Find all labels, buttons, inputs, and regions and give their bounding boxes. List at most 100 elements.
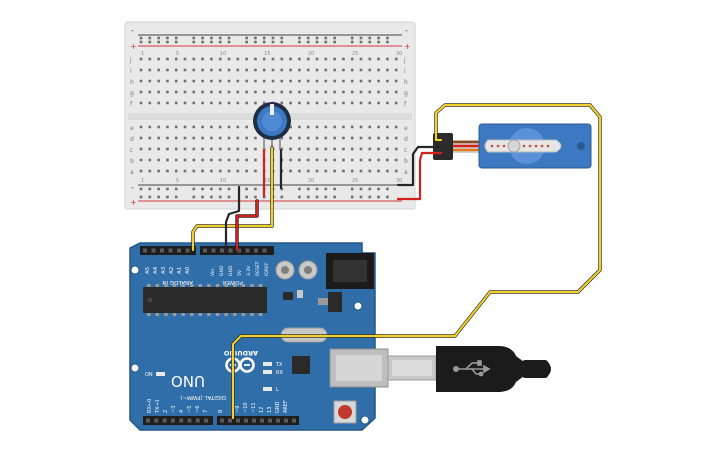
rail-hole[interactable] [157,195,160,199]
breadboard-hole[interactable] [210,90,213,94]
breadboard-hole[interactable] [245,57,248,61]
header-pin[interactable] [162,418,167,423]
breadboard-hole[interactable] [192,68,196,72]
breadboard-hole[interactable] [139,68,143,72]
breadboard-hole[interactable] [227,136,231,140]
rail-hole[interactable] [192,187,196,191]
breadboard-hole[interactable] [192,79,196,83]
breadboard-hole[interactable] [192,158,196,162]
breadboard-hole[interactable] [342,158,345,162]
breadboard-hole[interactable] [359,68,363,72]
rail-hole[interactable] [298,36,301,40]
breadboard-hole[interactable] [183,136,187,140]
rail-hole[interactable] [227,187,231,191]
breadboard-hole[interactable] [342,136,345,140]
rail-hole[interactable] [218,40,222,44]
breadboard-hole[interactable] [254,68,257,72]
rail-hole[interactable] [298,187,301,191]
breadboard-hole[interactable] [245,147,248,151]
breadboard-hole[interactable] [394,79,398,83]
breadboard-hole[interactable] [315,158,319,162]
breadboard-hole[interactable] [377,169,380,173]
rail-hole[interactable] [192,195,196,199]
breadboard-hole[interactable] [218,158,222,162]
breadboard-hole[interactable] [218,125,222,129]
breadboard-hole[interactable] [289,158,292,162]
header-pin[interactable] [245,248,250,253]
breadboard-hole[interactable] [315,79,319,83]
breadboard-hole[interactable] [174,158,178,162]
breadboard-hole[interactable] [289,57,292,61]
servo-motor[interactable] [433,123,592,169]
rail-hole[interactable] [157,40,160,44]
breadboard-hole[interactable] [192,90,196,94]
breadboard-hole[interactable] [342,101,345,105]
header-pin[interactable] [154,418,159,423]
breadboard-hole[interactable] [227,101,231,105]
breadboard-hole[interactable] [183,101,187,105]
breadboard-hole[interactable] [166,158,169,162]
breadboard-hole[interactable] [394,101,398,105]
rail-hole[interactable] [174,36,178,40]
breadboard-hole[interactable] [245,68,248,72]
rail-hole[interactable] [245,195,248,199]
rail-hole[interactable] [139,40,143,44]
breadboard-hole[interactable] [324,57,328,61]
rail-hole[interactable] [157,187,160,191]
breadboard-hole[interactable] [315,57,319,61]
breadboard-hole[interactable] [227,79,231,83]
breadboard-hole[interactable] [394,136,398,140]
breadboard-hole[interactable] [210,68,213,72]
rail-hole[interactable] [306,187,310,191]
breadboard-hole[interactable] [218,79,222,83]
header-pin[interactable] [160,248,164,253]
breadboard-hole[interactable] [342,57,345,61]
breadboard-hole[interactable] [166,79,169,83]
breadboard-hole[interactable] [227,147,231,151]
breadboard-hole[interactable] [148,125,152,129]
rail-hole[interactable] [386,195,389,199]
breadboard-hole[interactable] [236,136,240,140]
breadboard-hole[interactable] [210,158,213,162]
breadboard-hole[interactable] [254,147,257,151]
rail-hole[interactable] [218,36,222,40]
breadboard-hole[interactable] [368,101,372,105]
breadboard-hole[interactable] [148,147,152,151]
breadboard-hole[interactable] [157,125,160,129]
breadboard-hole[interactable] [271,90,275,94]
header-pin[interactable] [143,248,147,253]
header-pin[interactable] [195,418,200,423]
wire-servo-signal-to-d9[interactable] [231,103,602,420]
breadboard-hole[interactable] [148,79,152,83]
rail-hole[interactable] [245,187,248,191]
breadboard-hole[interactable] [359,90,363,94]
breadboard-hole[interactable] [245,125,248,129]
breadboard-hole[interactable] [139,158,143,162]
wire-servo-ground[interactable] [396,145,443,187]
breadboard-hole[interactable] [148,169,152,173]
breadboard-hole[interactable] [333,147,336,151]
breadboard-hole[interactable] [271,57,275,61]
breadboard-hole[interactable] [289,169,292,173]
reset-button[interactable] [338,405,352,419]
breadboard-hole[interactable] [394,158,398,162]
breadboard-hole[interactable] [148,158,152,162]
breadboard-hole[interactable] [157,90,160,94]
rail-hole[interactable] [218,195,222,199]
breadboard-hole[interactable] [289,68,292,72]
breadboard-hole[interactable] [368,125,372,129]
rail-hole[interactable] [139,187,143,191]
rail-hole[interactable] [386,187,389,191]
rail-hole[interactable] [227,40,231,44]
rail-hole[interactable] [315,187,319,191]
rail-hole[interactable] [306,36,310,40]
breadboard-hole[interactable] [306,169,310,173]
breadboard-hole[interactable] [386,158,389,162]
breadboard-hole[interactable] [368,169,372,173]
breadboard-hole[interactable] [368,158,372,162]
header-pin[interactable] [268,418,272,423]
breadboard-hole[interactable] [333,158,336,162]
rail-hole[interactable] [377,36,380,40]
breadboard-hole[interactable] [139,79,143,83]
breadboard-hole[interactable] [174,57,178,61]
